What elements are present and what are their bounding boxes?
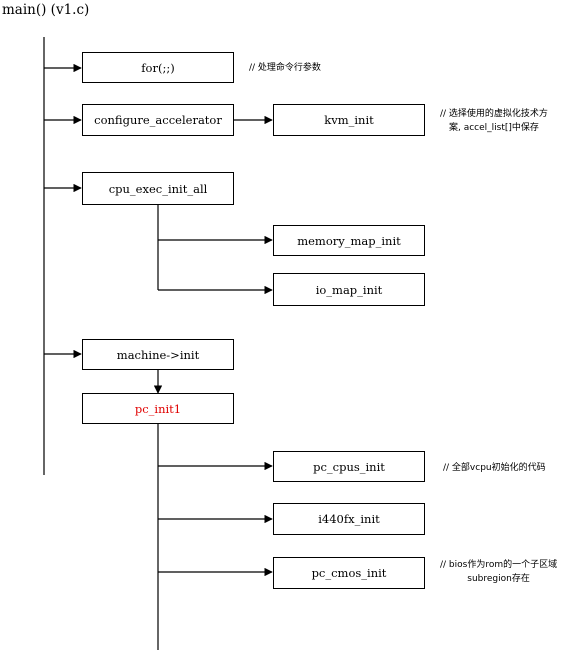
pc-cpus-init-box: pc_cpus_init [273, 451, 425, 482]
pc-cmos-init-box: pc_cmos_init [273, 557, 425, 589]
kvm-init-box: kvm_init [273, 104, 425, 136]
pc-init1-box: pc_init1 [82, 393, 234, 424]
i440fx-init-label: i440fx_init [318, 512, 380, 526]
pc-cmos-init-note: // bios作为rom的一个子区域 subregion存在 [440, 558, 557, 586]
pc-cmos-init-note-line2: subregion存在 [467, 574, 530, 584]
io-map-init-label: io_map_init [315, 282, 383, 297]
memory-map-init-label: memory_map_init [297, 233, 401, 248]
kvm-init-note-line2: 案, accel_list[]中保存 [449, 123, 539, 133]
pc-cpus-init-note: // 全部vcpu初始化的代码 [443, 461, 546, 475]
pc-cmos-init-note-line1: // bios作为rom的一个子区域 [440, 560, 558, 570]
for-loop-note: // 处理命令行参数 [249, 61, 321, 75]
io-map-init-box: io_map_init [273, 273, 425, 306]
cpu-exec-init-all-box: cpu_exec_init_all [82, 172, 234, 205]
configure-accelerator-label: configure_accelerator [94, 113, 222, 127]
machine-init-label: machine->init [116, 347, 200, 362]
pc-init1-label: pc_init1 [134, 401, 182, 416]
cpu-exec-init-all-label: cpu_exec_init_all [108, 181, 208, 196]
memory-map-init-box: memory_map_init [273, 225, 425, 256]
configure-accelerator-box: configure_accelerator [82, 104, 234, 136]
i440fx-init-box: i440fx_init [273, 503, 425, 535]
for-loop-note-text: // 处理命令行参数 [249, 63, 321, 73]
kvm-init-note-line1: // 选择使用的虚拟化技术方 [440, 109, 548, 119]
diagram-title: main() (v1.c) [2, 2, 90, 18]
pc-cpus-init-label: pc_cpus_init [313, 459, 385, 474]
machine-init-box: machine->init [82, 339, 234, 370]
pc-cpus-init-note-text: // 全部vcpu初始化的代码 [443, 463, 546, 473]
kvm-init-label: kvm_init [324, 113, 374, 127]
for-loop-label: for(;;) [141, 60, 175, 75]
pc-cmos-init-label: pc_cmos_init [311, 566, 387, 580]
kvm-init-note: // 选择使用的虚拟化技术方 案, accel_list[]中保存 [440, 107, 548, 135]
for-loop-box: for(;;) [82, 52, 234, 83]
